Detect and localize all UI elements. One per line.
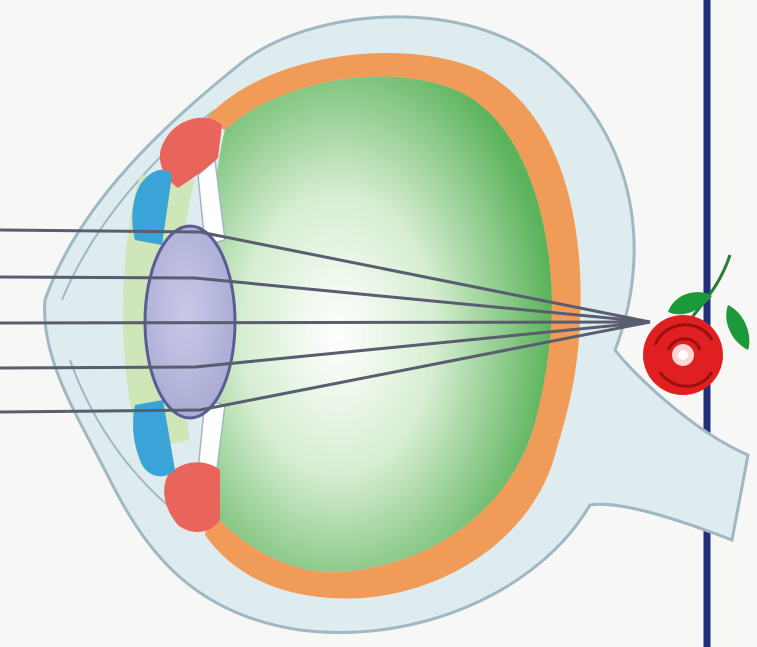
rose-center-dot (678, 350, 688, 360)
light-ray-3 (0, 322, 650, 323)
rose-leaf-right (726, 305, 749, 350)
rose-icon (643, 255, 749, 395)
